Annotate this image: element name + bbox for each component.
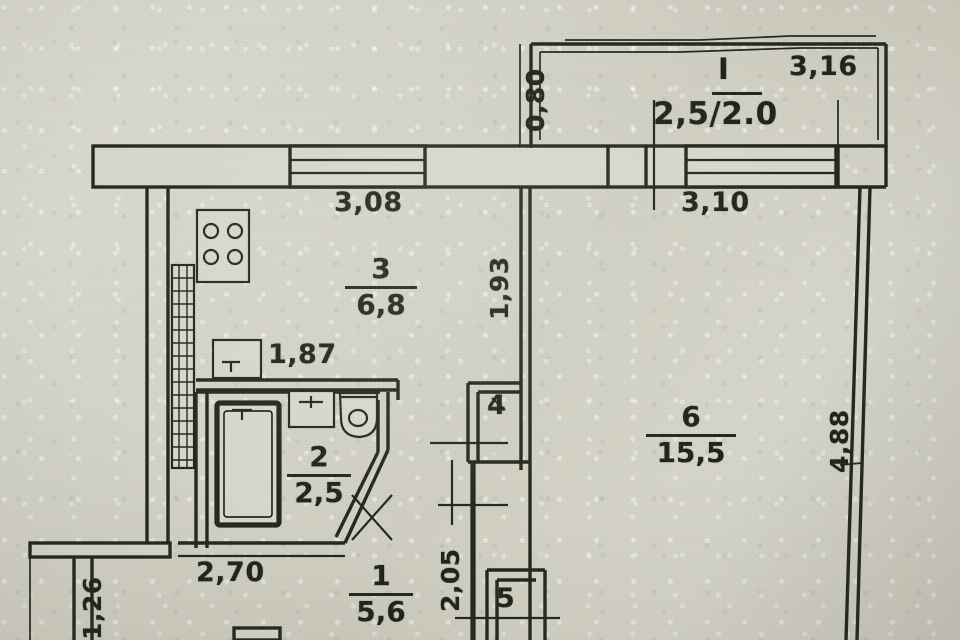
balcony-roman: I <box>718 52 730 86</box>
bottom-wall-stubs <box>232 626 282 640</box>
room-2-area: 2,5 <box>294 475 344 509</box>
room-3-number: 3 <box>371 252 391 285</box>
right-dimension-ticks <box>837 100 887 466</box>
dimension-balcony-depth: 0,80 <box>521 68 550 132</box>
living-room-walls <box>528 186 872 640</box>
corridor-walls <box>430 381 560 640</box>
room-1-divider <box>349 592 413 596</box>
dimension-left-wall-height: 1,26 <box>78 576 107 640</box>
bathtub-icon <box>214 400 282 528</box>
top-exterior-wall <box>91 144 888 189</box>
dimension-bathroom-width: 2,70 <box>196 557 265 588</box>
room-3-area: 6,8 <box>356 287 406 321</box>
dimension-corridor-height: 2,05 <box>436 548 465 612</box>
dimension-top-right-width: 3,10 <box>681 187 750 218</box>
room-2-divider <box>287 473 351 477</box>
washbasin-icon <box>287 389 336 429</box>
room-label-2: 2 2,5 <box>286 440 352 509</box>
room-1-number: 1 <box>371 559 391 592</box>
room-2-number: 2 <box>309 440 329 473</box>
dimension-kitchen-fixture-width: 1,87 <box>268 339 337 370</box>
room-6-area: 15,5 <box>656 435 726 469</box>
dimension-right-wall-height: 4,88 <box>825 409 854 473</box>
top-dimension-ticks <box>530 100 656 210</box>
balcony-divider-bar <box>712 92 762 95</box>
room-label-3: 3 6,8 <box>344 252 418 321</box>
ventilation-shaft <box>170 263 196 470</box>
dimension-top-left-width: 3,08 <box>334 187 403 218</box>
room-6-number: 6 <box>681 400 701 433</box>
balcony-area: 2,5/2.0 <box>653 96 778 132</box>
dimension-kitchen-right-height: 1,93 <box>485 256 514 320</box>
stove-icon <box>195 208 251 284</box>
left-exterior-wall <box>28 185 172 640</box>
room-label-6: 6 15,5 <box>645 400 737 469</box>
room-label-1: 1 5,6 <box>348 559 414 628</box>
room-label-5: 5 <box>496 583 516 614</box>
dimension-top-far-right: 3,16 <box>789 51 858 82</box>
room-3-divider <box>345 285 417 289</box>
balcony-label: I <box>718 55 729 84</box>
balcony-outline <box>519 35 888 148</box>
room-label-4: 4 <box>487 390 507 421</box>
room-6-divider <box>646 433 736 437</box>
kitchen-sink-icon <box>211 338 263 380</box>
toilet-icon <box>338 391 379 439</box>
room-1-area: 5,6 <box>356 594 406 628</box>
